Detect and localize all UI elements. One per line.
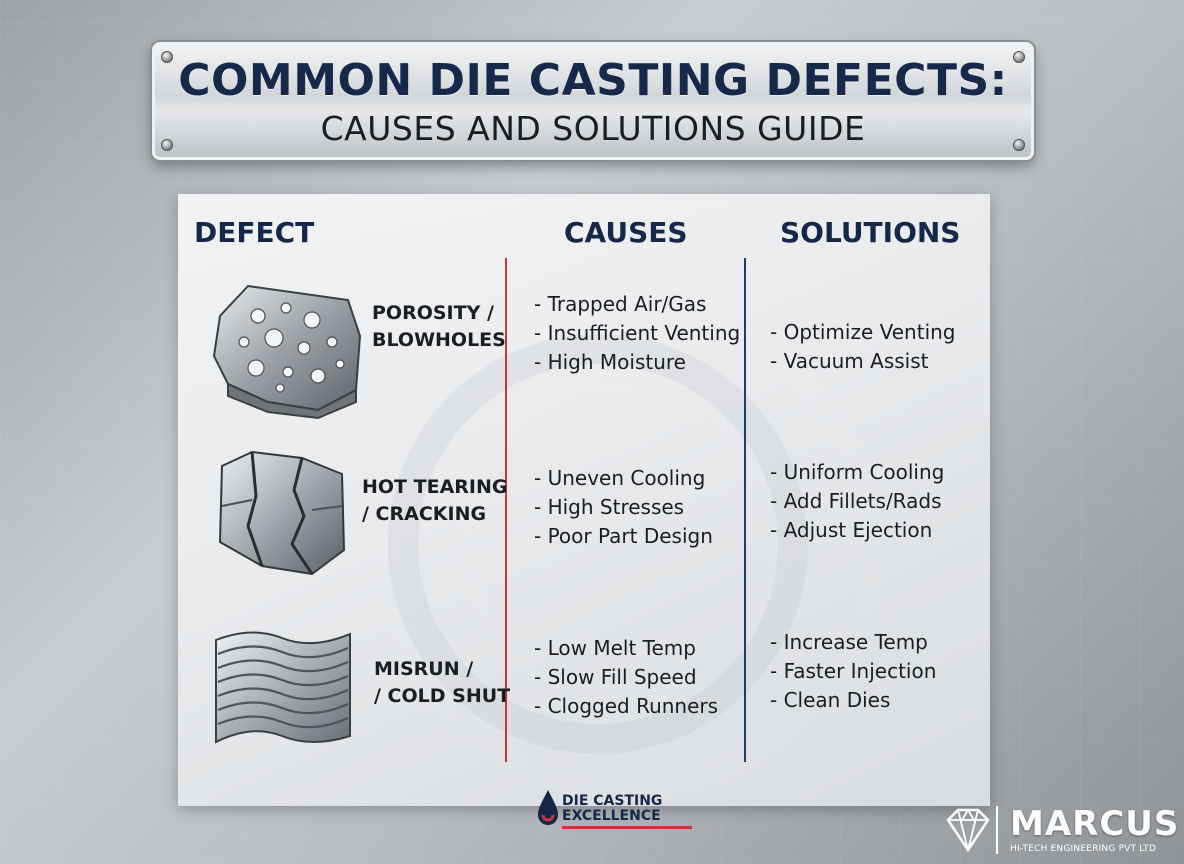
solutions-list-porosity: Optimize Venting Vacuum Assist <box>770 318 956 376</box>
brand-name: MARCUS <box>1010 804 1180 844</box>
solutions-list-hot-tearing: Uniform Cooling Add Fillets/Rads Adjust … <box>770 458 945 545</box>
screw-icon <box>1013 139 1025 151</box>
list-item: Faster Injection <box>770 657 937 686</box>
list-item: Slow Fill Speed <box>534 663 718 692</box>
list-item: Vacuum Assist <box>770 347 956 376</box>
list-item: Insufficient Venting <box>534 319 741 348</box>
column-header-defect: DEFECT <box>194 216 315 249</box>
causes-divider <box>505 258 507 762</box>
brand-subtitle: HI-TECH ENGINEERING PVT LTD <box>1010 844 1157 854</box>
defect-name-hot-tearing: HOT TEARING / CRACKING <box>362 476 508 525</box>
list-item: Add Fillets/Rads <box>770 487 944 516</box>
causes-list-hot-tearing: Uneven Cooling High Stresses Poor Part D… <box>534 464 713 551</box>
marcus-brand-logo: MARCUS HI-TECH ENGINEERING PVT LTD <box>944 800 1180 860</box>
list-item: Low Melt Temp <box>534 634 718 663</box>
list-item: Uniform Cooling <box>770 458 945 487</box>
list-item: High Stresses <box>534 493 713 522</box>
wavy-plate-icon <box>215 631 351 744</box>
list-item: Clean Dies <box>770 686 936 715</box>
page-subtitle: CAUSES AND SOLUTIONS GUIDE <box>320 109 866 148</box>
diamond-logo-icon <box>946 808 990 853</box>
cracked-block-icon <box>218 450 346 576</box>
defects-table-panel: DEFECT CAUSES SOLUTIONS POROSITY / BLOWH… <box>178 194 990 806</box>
causes-list-misrun: Low Melt Temp Slow Fill Speed Clogged Ru… <box>534 634 718 721</box>
page-title: COMMON DIE CASTING DEFECTS: <box>178 55 1008 106</box>
list-item: Adjust Ejection <box>770 516 944 545</box>
solutions-list-misrun: Increase Temp Faster Injection Clean Die… <box>770 628 937 715</box>
list-item: Trapped Air/Gas <box>534 290 740 319</box>
list-item: Uneven Cooling <box>534 464 713 493</box>
list-item: High Moisture <box>534 348 740 377</box>
column-header-causes: CAUSES <box>564 216 688 249</box>
list-item: Clogged Runners <box>534 692 718 721</box>
screw-icon <box>161 51 173 63</box>
defect-name-misrun: MISRUN / / COLD SHUT <box>374 658 511 707</box>
list-item: Optimize Venting <box>770 318 956 347</box>
list-item: Poor Part Design <box>534 522 713 551</box>
column-header-solutions: SOLUTIONS <box>780 216 961 249</box>
screw-icon <box>161 139 173 151</box>
molten-drop-icon <box>538 790 558 825</box>
solutions-divider <box>744 258 746 762</box>
porous-block-icon <box>212 284 362 420</box>
defect-name-porosity: POROSITY / BLOWHOLES <box>372 302 506 351</box>
list-item: Increase Temp <box>770 628 936 657</box>
screw-icon <box>1013 51 1025 63</box>
causes-list-porosity: Trapped Air/Gas Insufficient Venting Hig… <box>534 290 741 377</box>
title-plate: COMMON DIE CASTING DEFECTS: CAUSES AND S… <box>152 42 1034 160</box>
